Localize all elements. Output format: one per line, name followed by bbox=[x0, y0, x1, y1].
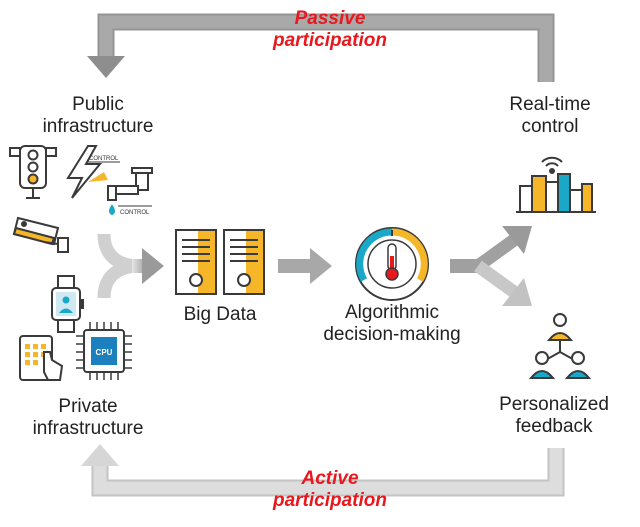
personalized-line1: Personalized bbox=[499, 394, 609, 415]
split-arrow bbox=[450, 226, 532, 306]
server-icon bbox=[223, 229, 265, 295]
traffic-light-icon bbox=[9, 145, 57, 199]
passive-loop-arrow bbox=[87, 13, 555, 82]
public-line1: Public bbox=[72, 94, 124, 115]
control-tag-2: CONTROL bbox=[120, 210, 150, 216]
algo-line2: decision-making bbox=[323, 324, 461, 345]
lightning-control-icon: CONTROL bbox=[66, 145, 120, 199]
people-network-icon bbox=[528, 313, 592, 379]
bigdata-text: Big Data bbox=[183, 304, 257, 325]
security-camera-icon bbox=[12, 216, 69, 253]
control-tag-1: CONTROL bbox=[89, 156, 119, 162]
merge-arrow bbox=[97, 233, 164, 299]
realtime-line1: Real-time bbox=[509, 94, 591, 115]
private-infrastructure-label: Private infrastructure bbox=[18, 396, 158, 440]
active-participation-label: Active participation bbox=[268, 468, 392, 512]
tablet-icon bbox=[19, 335, 64, 381]
passive-participation-label: Passive participation bbox=[270, 8, 390, 52]
active-loop-arrow bbox=[81, 444, 565, 497]
active-line1: Active bbox=[301, 468, 359, 489]
realtime-line2: control bbox=[521, 116, 579, 137]
public-line2: infrastructure bbox=[42, 116, 154, 137]
personalized-feedback-label: Personalized feedback bbox=[482, 394, 626, 438]
city-wifi-icon bbox=[516, 156, 596, 213]
private-line1: Private bbox=[58, 396, 118, 417]
bigdata-label: Big Data bbox=[160, 304, 280, 326]
bigdata-to-algo-arrow bbox=[278, 248, 332, 284]
algorithmic-decision-label: Algorithmic decision-making bbox=[312, 302, 472, 346]
algo-line1: Algorithmic bbox=[345, 302, 439, 323]
cpu-tag: CPU bbox=[96, 348, 113, 357]
passive-line1: Passive bbox=[294, 8, 366, 29]
active-line2: participation bbox=[272, 490, 387, 511]
server-icon bbox=[175, 229, 217, 295]
public-infrastructure-label: Public infrastructure bbox=[28, 94, 168, 138]
private-line2: infrastructure bbox=[32, 418, 144, 439]
cpu-chip-icon: CPU bbox=[76, 322, 132, 380]
passive-line2: participation bbox=[272, 30, 387, 51]
realtime-control-label: Real-time control bbox=[480, 94, 620, 138]
gauge-thermometer-icon bbox=[355, 227, 429, 301]
water-tap-icon: CONTROL bbox=[107, 167, 153, 216]
personalized-line2: feedback bbox=[515, 416, 593, 437]
smartwatch-icon bbox=[51, 275, 84, 333]
